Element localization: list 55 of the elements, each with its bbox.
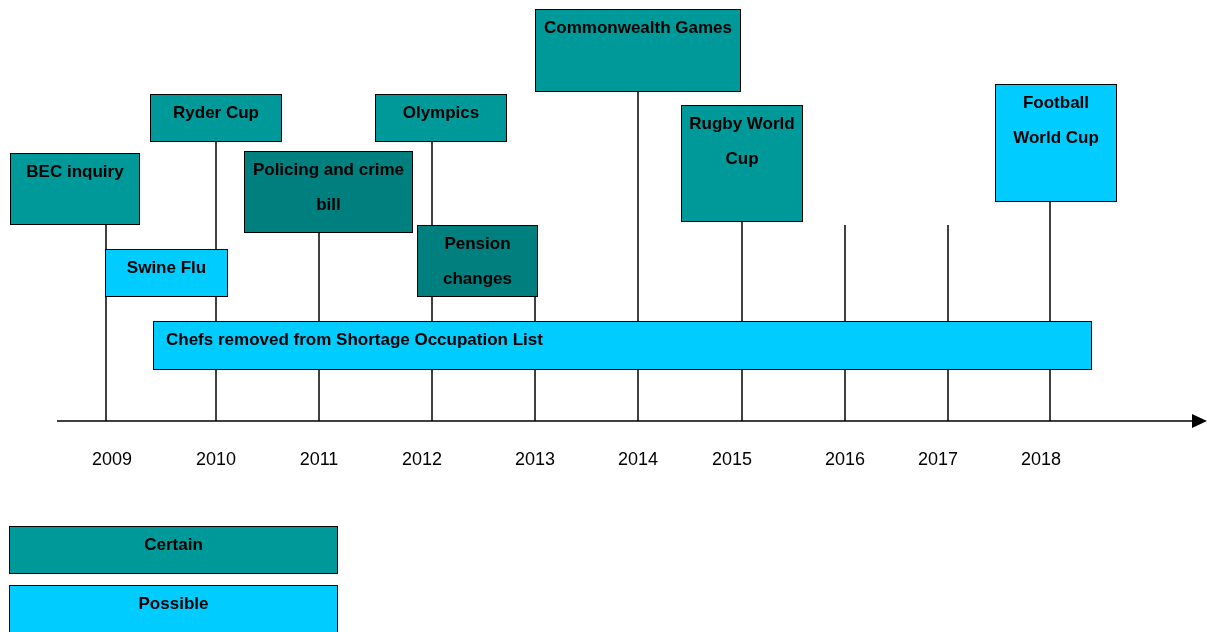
event-box: [10, 153, 140, 225]
year-label: 2016: [823, 449, 866, 470]
year-label: 2013: [513, 449, 556, 470]
timeline-connector: [844, 224, 846, 322]
year-label: 2014: [616, 449, 659, 470]
year-label: 2011: [298, 449, 340, 470]
event-label: Ryder Cup: [172, 102, 260, 124]
event-label: Policing and crime bill: [251, 159, 406, 216]
timeline-connector: [1049, 369, 1051, 422]
timeline-connector: [105, 296, 107, 422]
timeline-connector: [741, 221, 743, 322]
legend-label: Possible: [138, 594, 209, 613]
timeline-connector: [534, 296, 536, 322]
event-box: [150, 94, 282, 142]
timeline-connector: [318, 232, 320, 322]
event-box: [995, 84, 1117, 202]
timeline-connector: [431, 141, 433, 226]
year-label: 2012: [400, 449, 443, 470]
timeline-connector: [215, 141, 217, 250]
event-box: [375, 94, 507, 142]
year-label: 2017: [916, 449, 959, 470]
event-box: [153, 321, 1092, 370]
event-box: [105, 249, 228, 297]
event-label: Pension changes: [442, 233, 513, 290]
timeline-connector: [844, 369, 846, 422]
event-box: [244, 151, 413, 233]
timeline-connector: [534, 369, 536, 422]
event-label: Football World Cup: [1012, 92, 1100, 149]
timeline-connector: [431, 296, 433, 322]
year-label: 2010: [194, 449, 237, 470]
legend-label: Certain: [144, 535, 203, 554]
event-box: [535, 9, 741, 92]
timeline-connector: [318, 369, 320, 422]
event-box: [681, 105, 803, 222]
timeline-connector: [741, 369, 743, 422]
year-label: 2009: [90, 449, 133, 470]
event-label: BEC inquiry: [25, 161, 125, 183]
timeline-connector: [1049, 201, 1051, 322]
timeline-connector: [105, 224, 107, 250]
timeline-connector: [431, 369, 433, 422]
year-label: 2018: [1019, 449, 1062, 470]
timeline-connector: [215, 369, 217, 422]
event-label: Chefs removed from Shortage Occupation List: [166, 329, 544, 351]
event-label: Rugby World Cup: [688, 113, 796, 170]
event-label: Commonwealth Games: [543, 17, 733, 39]
timeline-connector: [947, 369, 949, 422]
event-box: [417, 225, 538, 297]
event-label: Swine Flu: [125, 257, 208, 279]
timeline-axis: [57, 414, 1207, 428]
timeline-connector: [637, 369, 639, 422]
timeline-connector: [637, 91, 639, 322]
event-label: Olympics: [401, 102, 481, 124]
timeline-connector: [215, 296, 217, 322]
year-label: 2015: [710, 449, 753, 470]
timeline-connector: [947, 224, 949, 322]
